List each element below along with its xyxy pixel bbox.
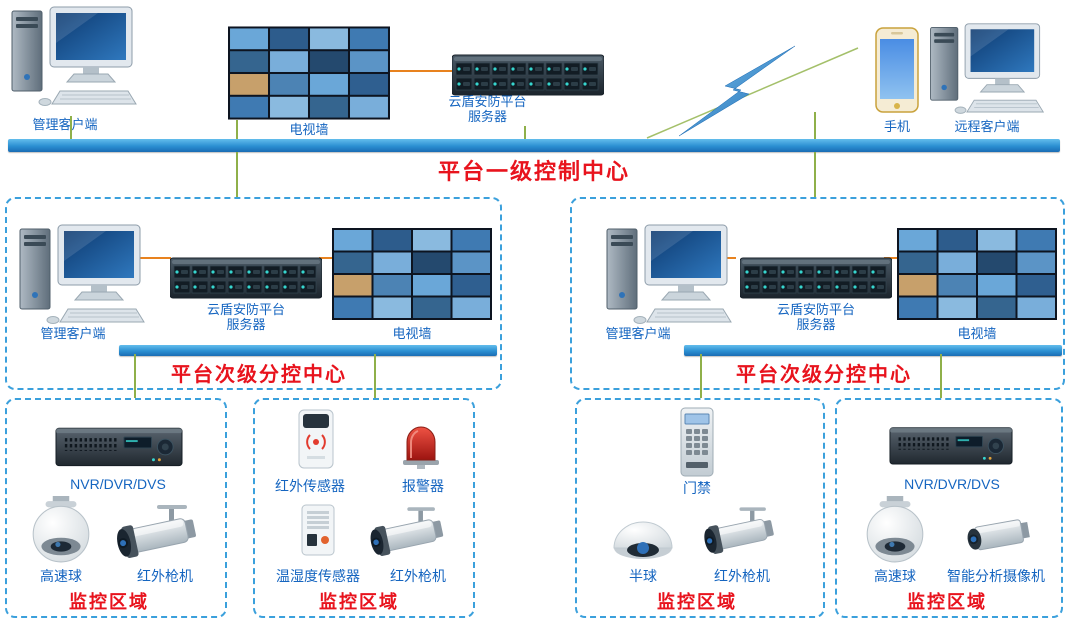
- platform-server-icon: [170, 255, 322, 301]
- zone-title: 监控区域: [69, 592, 149, 612]
- tv-wall-label: 电视墙: [289, 122, 329, 137]
- subcenter-right: 管理客户端 云盾安防平台 服务器 电视墙 平台次级分控中心: [570, 197, 1065, 390]
- recorder-label: NVR/DVR/DVS: [70, 476, 166, 492]
- tv-wall-icon: [228, 26, 390, 120]
- subcenter-title: 平台次级分控中心: [736, 364, 912, 386]
- management-client-label: 管理客户端: [32, 117, 98, 132]
- bullet-label: 红外枪机: [714, 568, 770, 584]
- subcenter-bus-bar: [684, 345, 1062, 356]
- bullet-camera-icon: [365, 506, 457, 560]
- platform-server-label-line1: 云盾安防平台: [776, 302, 855, 317]
- management-client-label: 管理客户端: [605, 326, 671, 341]
- box-camera-icon: [959, 508, 1037, 560]
- zone-title: 监控区域: [319, 592, 399, 612]
- platform-server-label-line2: 服务器: [796, 317, 836, 332]
- connector-client-to-bar: [70, 116, 72, 140]
- temp-humidity-sensor-icon: [297, 502, 339, 558]
- connector-tvwall-server: [390, 70, 452, 72]
- remote-client-computer-icon: [926, 22, 1046, 122]
- remote-client-label: 远程客户端: [954, 119, 1020, 134]
- platform-server-label-line2: 服务器: [467, 109, 507, 124]
- bullet-label: 红外枪机: [390, 568, 446, 584]
- management-client-label: 管理客户端: [40, 326, 106, 341]
- phone-label: 手机: [883, 119, 910, 134]
- connector-server-tvwall: [319, 257, 337, 259]
- bullet-label: 红外枪机: [137, 568, 193, 584]
- connector-server-to-bar: [524, 126, 526, 140]
- zone-title: 监控区域: [907, 592, 987, 612]
- bullet-camera-icon: [699, 506, 787, 558]
- half-dome-label: 半球: [629, 568, 657, 584]
- connector-bar-to-subcenter-right: [814, 152, 816, 197]
- access-label: 门禁: [683, 480, 711, 496]
- tv-wall-icon: [897, 227, 1057, 321]
- access-control-keypad-icon: [673, 406, 721, 478]
- management-client-computer-icon: [15, 223, 147, 333]
- connector-lightning-to-bar: [814, 112, 816, 140]
- platform-server-label-line1: 云盾安防平台: [448, 94, 527, 109]
- speed-dome-camera-icon: [29, 496, 93, 564]
- platform-server-label-line1: 云盾安防平台: [206, 302, 285, 317]
- platform-server-label-line2: 服务器: [226, 317, 266, 332]
- zone-1: NVR/DVR/DVS 高速球 红外枪机 监控区域: [5, 398, 227, 618]
- zone-4: NVR/DVR/DVS 高速球 智能分析摄像机 监控区域: [835, 398, 1063, 618]
- speed-dome-camera-icon: [863, 496, 927, 564]
- dome-label: 高速球: [40, 568, 82, 584]
- infrared-sensor-icon: [293, 408, 339, 472]
- connector-tvwall-to-bar: [236, 120, 238, 140]
- wireless-link-lightning-icon: [645, 42, 860, 142]
- connector-bar-to-subcenter-left: [236, 152, 238, 197]
- tv-wall-label: 电视墙: [392, 326, 432, 341]
- alarm-siren-icon: [397, 418, 445, 472]
- tv-wall-icon: [332, 227, 492, 321]
- connector-subleft-to-zone1: [134, 354, 136, 398]
- management-client-computer-icon: [602, 223, 734, 333]
- subcenter-left: 管理客户端 云盾安防平台 服务器 电视墙 平台次级分控中心: [5, 197, 502, 390]
- platform-server-icon: [740, 255, 892, 301]
- zone-title: 监控区域: [657, 592, 737, 612]
- tv-wall-label: 电视墙: [957, 326, 997, 341]
- th-sensor-label: 温湿度传感器: [276, 568, 360, 584]
- level1-title: 平台一级控制中心: [437, 159, 630, 184]
- nvr-recorder-icon: [55, 420, 183, 470]
- connector-client-server: [111, 257, 171, 259]
- connector-subright-to-zone3: [700, 354, 702, 398]
- nvr-recorder-icon: [889, 420, 1013, 468]
- phone-icon: [874, 26, 920, 114]
- dome-label: 高速球: [874, 568, 916, 584]
- subcenter-title: 平台次级分控中心: [171, 364, 347, 386]
- zone-3: 门禁 半球 红外枪机 监控区域: [575, 398, 825, 618]
- connector-subright-to-zone4: [940, 354, 942, 398]
- connector-subleft-to-zone2: [374, 354, 376, 398]
- alarm-label: 报警器: [402, 478, 444, 494]
- bullet-camera-icon: [111, 504, 211, 562]
- ir-sensor-label: 红外传感器: [275, 478, 345, 494]
- recorder-label: NVR/DVR/DVS: [904, 476, 1000, 492]
- subcenter-bus-bar: [119, 345, 497, 356]
- zone-2: 红外传感器 报警器 温湿度传感器 红外枪机 监控区域: [253, 398, 475, 618]
- half-dome-camera-icon: [611, 504, 675, 562]
- platform-server-icon: [452, 52, 604, 98]
- connector-server-tvwall: [884, 257, 902, 259]
- smart-camera-label: 智能分析摄像机: [947, 568, 1045, 584]
- level1-bus-bar: [8, 139, 1060, 152]
- management-client-computer-icon: [8, 4, 138, 116]
